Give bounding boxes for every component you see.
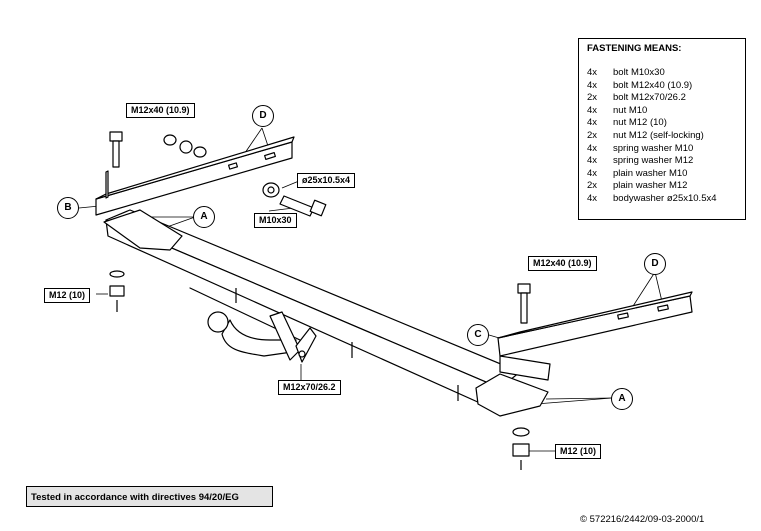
item-desc: nut M12 (self-locking) [613, 129, 704, 141]
item-desc: spring washer M10 [613, 142, 694, 154]
list-item: 2x nut M12 (self-locking) [587, 130, 745, 143]
callout-d-right: D [644, 253, 666, 275]
callout-b: B [57, 197, 79, 219]
label-bolt-m12x70: M12x70/26.2 [278, 380, 341, 395]
label-nut-m12-left: M12 (10) [44, 288, 91, 303]
crossbar-beam [103, 209, 549, 417]
item-qty: 4x [587, 67, 598, 78]
item-desc: spring washer M12 [613, 155, 694, 167]
tow-ball-assembly [207, 311, 317, 363]
right-bolt [517, 283, 531, 324]
list-item: 4x bolt M12x40 (10.9) [587, 80, 745, 93]
list-item: 4x spring washer M12 [587, 155, 745, 168]
left-lower-nut [109, 270, 125, 312]
item-qty: 4x [587, 117, 598, 129]
left-mounting-plate [95, 136, 295, 216]
item-desc: bolt M12x40 (10.9) [613, 79, 693, 91]
label-bodywasher: ø25x10.5x4 [297, 173, 356, 188]
callout-a-right: A [611, 388, 633, 410]
list-item: 4x bolt M10x30 [587, 67, 745, 80]
callout-a-left: A [193, 206, 215, 228]
list-item: 4x nut M12 (10) [587, 117, 745, 130]
list-item: 2x bolt M12x70/26.2 [587, 92, 745, 105]
label-bolt-m10x30: M10x30 [254, 213, 297, 228]
item-qty: 4x [587, 142, 598, 154]
item-qty: 4x [587, 155, 598, 167]
item-qty: 2x [587, 129, 598, 141]
item-qty: 4x [587, 167, 598, 179]
list-item: 2x plain washer M12 [587, 180, 745, 193]
list-item: 4x plain washer M10 [587, 168, 745, 181]
callout-c: C [467, 324, 489, 346]
item-desc: nut M12 (10) [613, 117, 667, 129]
item-qty: 2x [587, 92, 598, 104]
m10-bolt [279, 195, 327, 217]
item-desc: bolt M12x70/26.2 [613, 92, 686, 104]
item-desc: bolt M10x30 [613, 67, 665, 78]
drawing-number: © 572216/2442/09-03-2000/1 [580, 514, 705, 525]
list-item: 4x bodywasher ø25x10.5x4 [587, 193, 745, 206]
item-desc: plain washer M12 [613, 180, 688, 192]
right-mounting-plate [497, 291, 693, 381]
list-item: 4x nut M10 [587, 105, 745, 118]
callout-d-left: D [252, 105, 274, 127]
test-directive-note: Tested in accordance with directives 94/… [26, 486, 273, 507]
list-item: 4x spring washer M10 [587, 143, 745, 156]
left-washers [163, 134, 280, 198]
fastening-means-title: FASTENING MEANS: [587, 43, 682, 54]
fastening-means-panel: FASTENING MEANS: 4x bolt M10x30 4x bolt M1… [578, 38, 746, 220]
item-desc: nut M10 [613, 104, 648, 116]
label-bolt-m12x40-right: M12x40 (10.9) [528, 256, 597, 271]
label-bolt-m12x40-left: M12x40 (10.9) [126, 103, 195, 118]
item-desc: plain washer M10 [613, 167, 688, 179]
item-qty: 4x [587, 192, 598, 204]
item-desc: bodywasher ø25x10.5x4 [613, 192, 717, 204]
label-nut-m12-right: M12 (10) [555, 444, 602, 459]
item-qty: 2x [587, 180, 598, 192]
item-qty: 4x [587, 79, 598, 91]
fastening-means-list: 4x bolt M10x30 4x bolt M12x40 (10.9) 2x bol… [579, 67, 745, 206]
right-lower-nut [512, 427, 530, 470]
item-qty: 4x [587, 104, 598, 116]
left-bolt [109, 131, 123, 168]
